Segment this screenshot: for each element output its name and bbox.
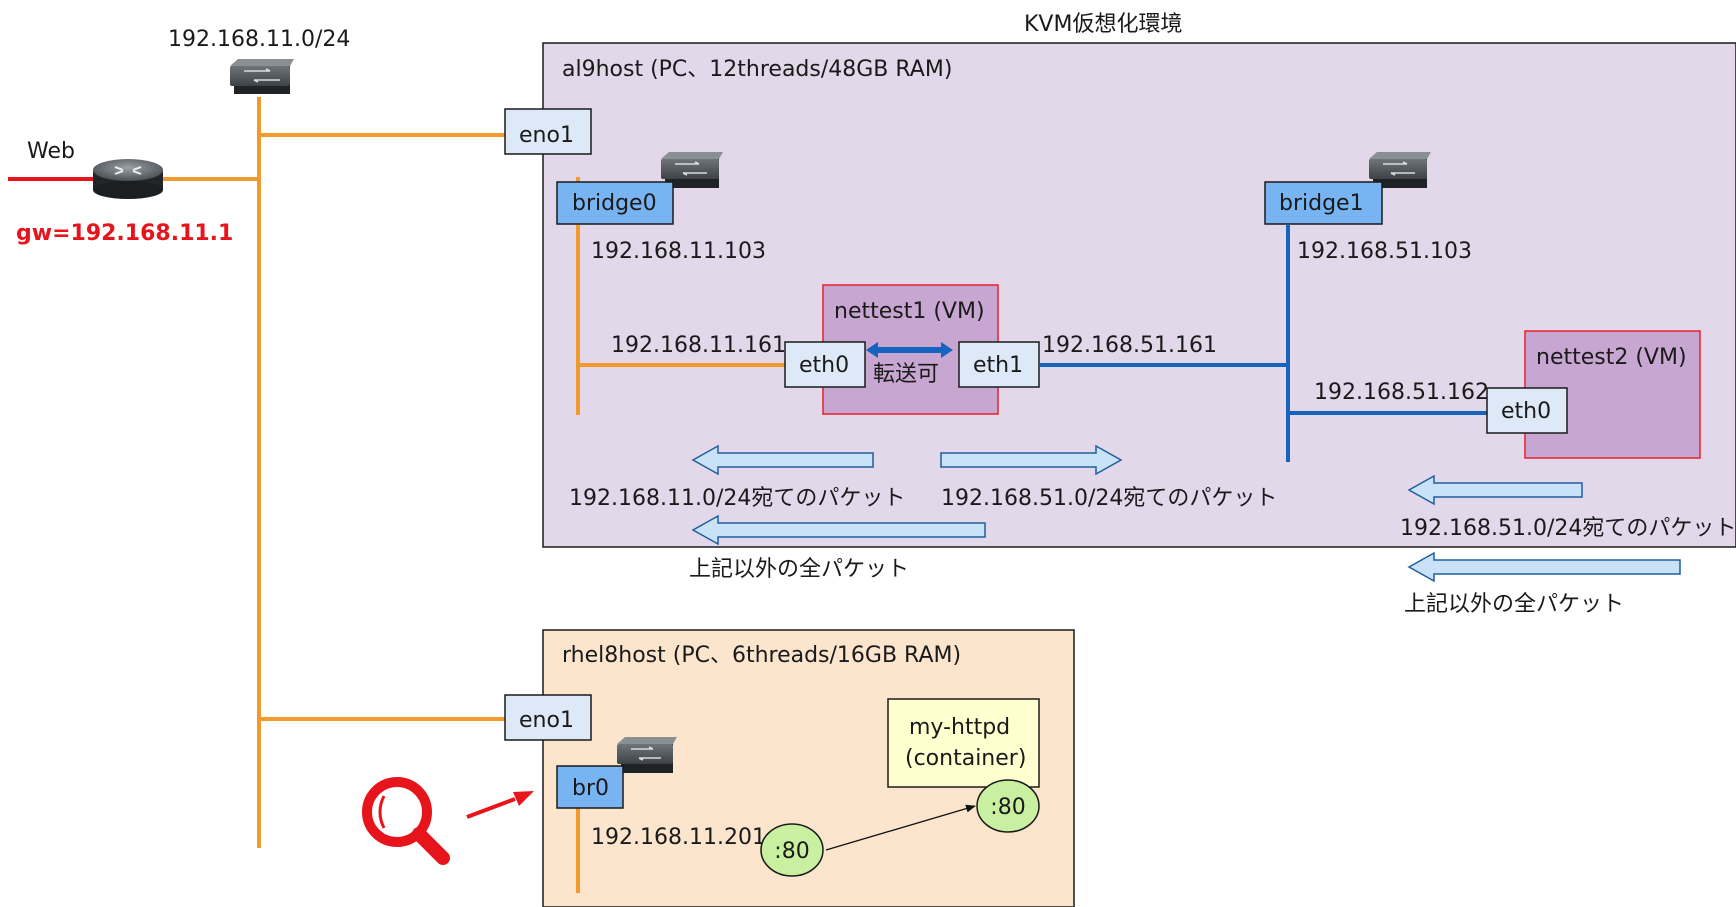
nettest2-eth0-label: eth0 xyxy=(1501,399,1551,424)
nettest2-eth0 xyxy=(1486,387,1568,434)
arrow-others-label: 上記以外の全パケット xyxy=(689,557,909,582)
rhel8host-title: rhel8host (PC、6threads/16GB RAM) xyxy=(562,643,961,668)
br0-label: br0 xyxy=(572,776,609,801)
rhel8host-eno1-label: eno1 xyxy=(519,708,574,733)
nettest1-title: nettest1 (VM) xyxy=(834,299,985,324)
blue-links xyxy=(1040,225,1493,462)
forward-label: 転送可 xyxy=(873,362,939,387)
container-name: my-httpd xyxy=(909,715,1010,740)
bridge0-box xyxy=(556,181,674,225)
forward-arrow-icon xyxy=(866,342,953,358)
nettest2-title: nettest2 (VM) xyxy=(1536,345,1687,370)
arrow-vm2-others xyxy=(1407,551,1681,583)
arrow-to-51-label: 192.168.51.0/24宛てのパケット xyxy=(941,486,1277,511)
bridge0-ip: 192.168.11.103 xyxy=(591,239,766,264)
container-port xyxy=(976,779,1040,833)
nettest1-eth0-label: eth0 xyxy=(799,353,849,378)
bridge0-switch-icon xyxy=(661,152,723,188)
pointer-arrow-icon xyxy=(466,791,534,819)
bridge0-label: bridge0 xyxy=(572,191,657,216)
magnifier-icon xyxy=(362,777,450,865)
container-port-label: :80 xyxy=(990,795,1025,820)
container-box xyxy=(887,698,1040,788)
br0-box xyxy=(556,765,624,809)
bridge1-box xyxy=(1264,181,1383,225)
host-port xyxy=(760,823,824,877)
nettest1-eth1 xyxy=(958,341,1040,388)
container-sub: (container) xyxy=(905,746,1026,771)
port-forward-line xyxy=(825,804,976,851)
arrow-vm2-others-label: 上記以外の全パケット xyxy=(1404,592,1624,617)
subnet-label: 192.168.11.0/24 xyxy=(168,27,350,52)
arrow-vm2-to-51 xyxy=(1407,474,1583,506)
br0-switch-icon xyxy=(617,737,677,773)
nettest1-eth1-ip: 192.168.51.161 xyxy=(1042,333,1217,358)
bridge1-ip: 192.168.51.103 xyxy=(1297,239,1472,264)
arrow-to-11-label: 192.168.11.0/24宛てのパケット xyxy=(569,486,905,511)
al9host-eno1-label: eno1 xyxy=(519,123,574,148)
arrow-to-51 xyxy=(940,444,1123,476)
router-icon xyxy=(93,159,163,199)
host-port-label: :80 xyxy=(774,839,809,864)
nettest1-eth1-label: eth1 xyxy=(973,353,1023,378)
nettest1-eth0 xyxy=(784,341,866,388)
bridge1-label: bridge1 xyxy=(1279,191,1364,216)
switch-icon xyxy=(230,59,294,94)
nettest1-eth0-ip: 192.168.11.161 xyxy=(611,333,786,358)
br0-ip: 192.168.11.201 xyxy=(591,825,766,850)
arrow-vm2-to-51-label: 192.168.51.0/24宛てのパケット xyxy=(1400,516,1736,541)
gateway-label: gw=192.168.11.1 xyxy=(16,221,233,246)
al9host-title: al9host (PC、12threads/48GB RAM) xyxy=(562,57,952,82)
page-title: KVM仮想化環境 xyxy=(1024,12,1182,37)
bridge1-switch-icon xyxy=(1369,152,1431,188)
nettest2-eth0-ip: 192.168.51.162 xyxy=(1314,380,1489,405)
rhel8host-eno1 xyxy=(504,694,592,741)
arrow-to-11 xyxy=(691,444,874,476)
arrow-others xyxy=(691,514,986,546)
packet-arrows xyxy=(691,444,1681,583)
web-label: Web xyxy=(27,139,75,164)
al9host-eno1 xyxy=(504,108,592,155)
al9host-box xyxy=(542,42,1736,548)
